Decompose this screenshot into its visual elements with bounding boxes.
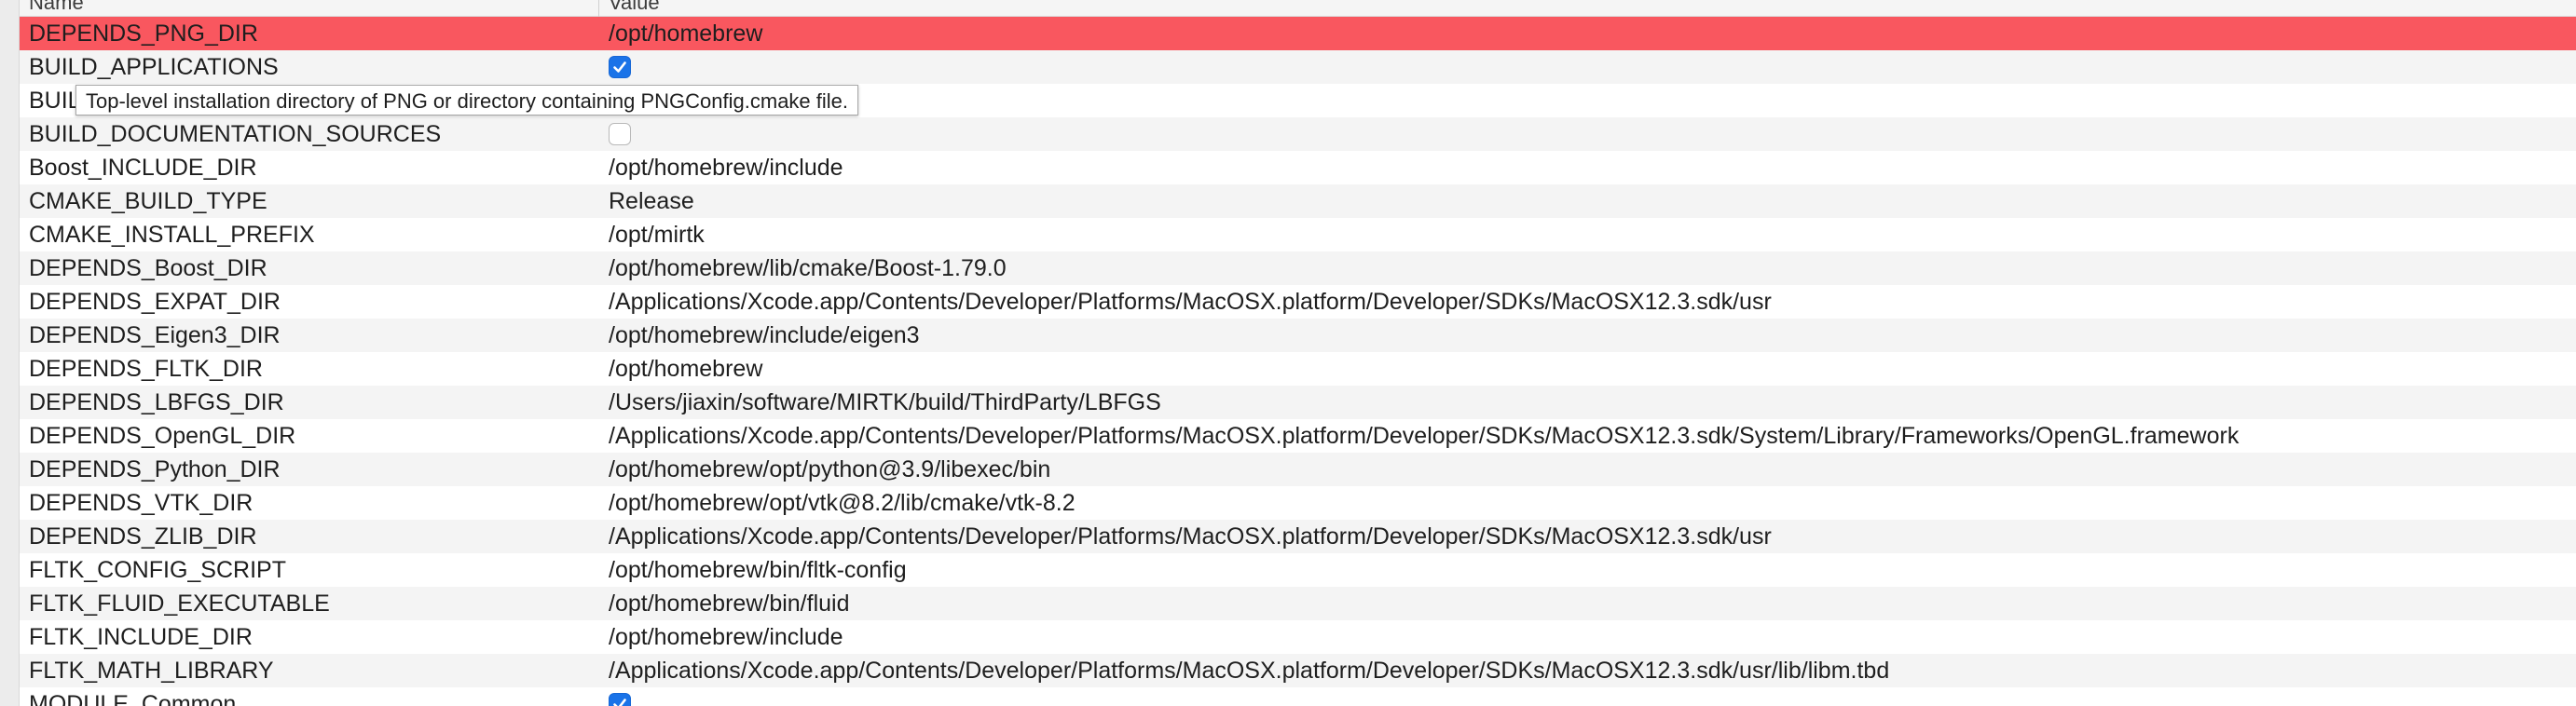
variable-value-cell[interactable]: /opt/homebrew bbox=[609, 356, 763, 382]
variable-value-cell[interactable]: /opt/homebrew/opt/vtk@8.2/lib/cmake/vtk-… bbox=[609, 490, 1076, 516]
table-row[interactable]: Boost_INCLUDE_DIR/opt/homebrew/include bbox=[20, 151, 2576, 184]
table-row[interactable]: DEPENDS_FLTK_DIR/opt/homebrew bbox=[20, 352, 2576, 386]
variable-name-cell: BUILD_DOCUMENTATION_SOURCES bbox=[29, 121, 442, 147]
variable-value-cell[interactable]: /Applications/Xcode.app/Contents/Develop… bbox=[609, 658, 1890, 684]
table-row[interactable]: FLTK_INCLUDE_DIR/opt/homebrew/include bbox=[20, 620, 2576, 654]
variable-value-cell[interactable]: /Applications/Xcode.app/Contents/Develop… bbox=[609, 523, 1772, 550]
table-row[interactable]: DEPENDS_Python_DIR/opt/homebrew/opt/pyth… bbox=[20, 453, 2576, 486]
table-row[interactable]: BUILD_DOCUMENTATION_SOURCES bbox=[20, 117, 2576, 151]
table-row[interactable]: DEPENDS_LBFGS_DIR/Users/jiaxin/software/… bbox=[20, 386, 2576, 419]
variable-name-cell: CMAKE_BUILD_TYPE bbox=[29, 188, 267, 214]
checkmark-icon bbox=[613, 699, 626, 706]
variable-name-cell: BUILD_APPLICATIONS bbox=[29, 54, 279, 80]
variable-value-checkbox-cell[interactable] bbox=[609, 50, 2566, 84]
variable-value-checkbox-cell[interactable] bbox=[609, 687, 2566, 706]
variable-name-cell: CMAKE_INSTALL_PREFIX bbox=[29, 222, 315, 248]
variable-name-cell: MODULE_Common bbox=[29, 691, 237, 706]
variable-name-cell: FLTK_CONFIG_SCRIPT bbox=[29, 557, 286, 583]
variable-value-cell[interactable]: /opt/mirtk bbox=[609, 222, 705, 248]
table-row[interactable]: FLTK_FLUID_EXECUTABLE/opt/homebrew/bin/f… bbox=[20, 587, 2576, 620]
variable-name-cell: DEPENDS_LBFGS_DIR bbox=[29, 389, 284, 415]
table-row[interactable]: CMAKE_BUILD_TYPE Release bbox=[20, 184, 2576, 218]
variable-value-cell[interactable]: /opt/homebrew/bin/fltk-config bbox=[609, 557, 907, 583]
column-header-value[interactable]: Value bbox=[609, 0, 660, 14]
variable-name-cell: DEPENDS_Eigen3_DIR bbox=[29, 322, 281, 348]
variable-name-cell: FLTK_FLUID_EXECUTABLE bbox=[29, 591, 330, 617]
table-row[interactable]: FLTK_MATH_LIBRARY/Applications/Xcode.app… bbox=[20, 654, 2576, 687]
table-row[interactable]: CMAKE_INSTALL_PREFIX/opt/mirtk bbox=[20, 218, 2576, 251]
variable-value-checkbox-cell[interactable] bbox=[609, 117, 2566, 151]
table-row[interactable]: DEPENDS_VTK_DIR/opt/homebrew/opt/vtk@8.2… bbox=[20, 486, 2576, 520]
checkbox-checked[interactable] bbox=[609, 693, 631, 706]
table-row[interactable]: FLTK_CONFIG_SCRIPT/opt/homebrew/bin/fltk… bbox=[20, 553, 2576, 587]
variable-value-cell[interactable]: /opt/homebrew bbox=[609, 20, 763, 47]
table-row[interactable]: BUILD_APPLICATIONS bbox=[20, 50, 2576, 84]
variable-value-cell[interactable]: /opt/homebrew/lib/cmake/Boost-1.79.0 bbox=[609, 255, 1007, 281]
checkmark-icon bbox=[613, 61, 626, 73]
variable-value-cell[interactable]: /opt/homebrew/include bbox=[609, 624, 843, 650]
table-row[interactable]: DEPENDS_Boost_DIR/opt/homebrew/lib/cmake… bbox=[20, 251, 2576, 285]
checkbox-unchecked[interactable] bbox=[609, 123, 631, 145]
left-gutter bbox=[0, 0, 20, 706]
variable-name-cell: Boost_INCLUDE_DIR bbox=[29, 155, 257, 181]
variable-value-cell[interactable]: /opt/homebrew/include/eigen3 bbox=[609, 322, 920, 348]
table-row[interactable]: DEPENDS_OpenGL_DIR/Applications/Xcode.ap… bbox=[20, 419, 2576, 453]
table-header: Name Value bbox=[20, 0, 2576, 17]
table-row[interactable]: DEPENDS_EXPAT_DIR/Applications/Xcode.app… bbox=[20, 285, 2576, 319]
variable-name-cell: DEPENDS_Python_DIR bbox=[29, 456, 281, 482]
variable-value-cell[interactable]: /Applications/Xcode.app/Contents/Develop… bbox=[609, 289, 1772, 315]
table-row[interactable]: MODULE_Common bbox=[20, 687, 2576, 706]
variable-value-cell[interactable]: /opt/homebrew/opt/python@3.9/libexec/bin bbox=[609, 456, 1051, 482]
table-row[interactable]: DEPENDS_Eigen3_DIR/opt/homebrew/include/… bbox=[20, 319, 2576, 352]
variable-name-cell: FLTK_MATH_LIBRARY bbox=[29, 658, 274, 684]
variable-value-checkbox-cell[interactable] bbox=[609, 84, 2566, 117]
checkbox-checked[interactable] bbox=[609, 56, 631, 78]
variable-value-cell[interactable]: Release bbox=[609, 188, 694, 214]
variable-value-cell[interactable]: /Applications/Xcode.app/Contents/Develop… bbox=[609, 423, 2240, 449]
table-row[interactable]: DEPENDS_PNG_DIR/opt/homebrew bbox=[20, 17, 2576, 50]
variable-name-cell: DEPENDS_Boost_DIR bbox=[29, 255, 267, 281]
variable-name-cell: DEPENDS_OpenGL_DIR bbox=[29, 423, 296, 449]
variable-name-cell: FLTK_INCLUDE_DIR bbox=[29, 624, 253, 650]
variable-value-cell[interactable]: /opt/homebrew/bin/fluid bbox=[609, 591, 850, 617]
variable-name-cell: DEPENDS_EXPAT_DIR bbox=[29, 289, 281, 315]
variable-name-cell: DEPENDS_VTK_DIR bbox=[29, 490, 253, 516]
variable-tooltip: Top-level installation directory of PNG … bbox=[75, 85, 859, 115]
variable-name-cell: DEPENDS_PNG_DIR bbox=[29, 20, 258, 47]
column-header-name[interactable]: Name bbox=[20, 0, 599, 17]
variable-name-cell: DEPENDS_FLTK_DIR bbox=[29, 356, 263, 382]
variable-value-cell[interactable]: /opt/homebrew/include bbox=[609, 155, 843, 181]
table-row[interactable]: DEPENDS_ZLIB_DIR/Applications/Xcode.app/… bbox=[20, 520, 2576, 553]
variable-value-cell[interactable]: /Users/jiaxin/software/MIRTK/build/Third… bbox=[609, 389, 1161, 415]
variable-name-cell: DEPENDS_ZLIB_DIR bbox=[29, 523, 257, 550]
